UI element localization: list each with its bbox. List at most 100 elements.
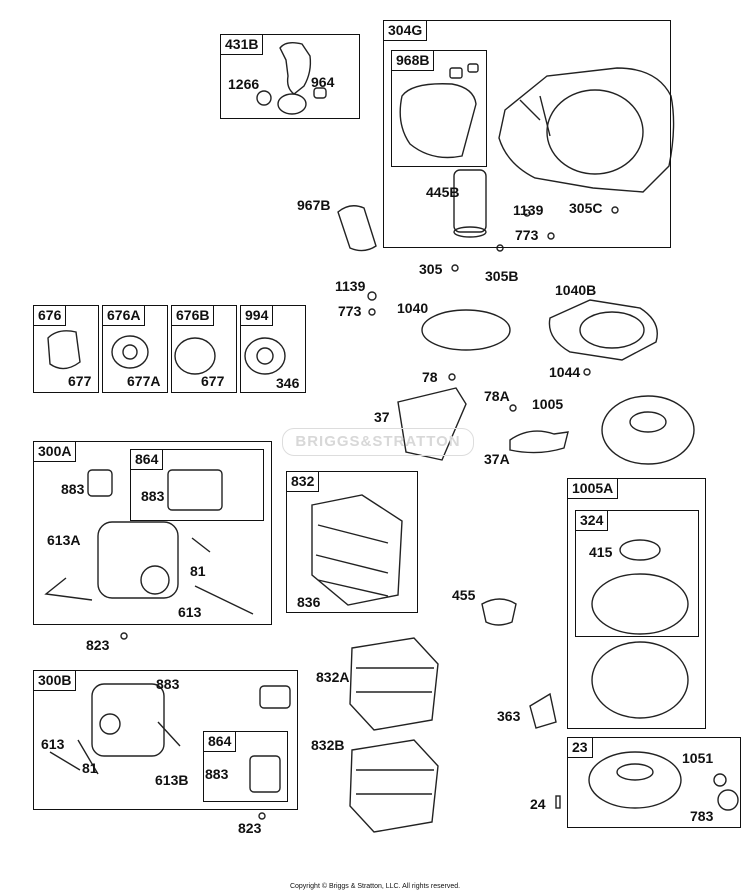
pin-24-art bbox=[555, 795, 561, 809]
part-label-883-d: 883 bbox=[205, 766, 229, 782]
part-label-1044: 1044 bbox=[549, 364, 581, 380]
box-300B: 300B bbox=[33, 670, 298, 810]
part-label-1005: 1005 bbox=[532, 396, 564, 412]
part-label-78: 78 bbox=[422, 369, 438, 385]
box-676B: 676B bbox=[171, 305, 237, 393]
part-label-883-a: 883 bbox=[61, 481, 85, 497]
box-304G: 304G bbox=[383, 20, 671, 248]
part-363-art bbox=[529, 692, 557, 729]
part-label-613B: 613B bbox=[155, 772, 189, 788]
part-label-823-b: 823 bbox=[238, 820, 262, 836]
box-324: 324 bbox=[575, 510, 699, 637]
part-label-967B: 967B bbox=[297, 197, 331, 213]
box-431B: 431B bbox=[220, 34, 360, 119]
guard-832A-art bbox=[349, 637, 439, 731]
part-label-677-b: 677 bbox=[201, 373, 225, 389]
air-filter-art bbox=[453, 169, 487, 238]
filter-sleeve-art bbox=[337, 205, 377, 252]
box-832-tag: 832 bbox=[286, 471, 320, 492]
box-864-a-tag: 864 bbox=[130, 449, 164, 470]
part-label-305B: 305B bbox=[485, 268, 519, 284]
muffler-art bbox=[44, 469, 254, 615]
part-label-1040: 1040 bbox=[397, 300, 429, 316]
box-23-tag: 23 bbox=[567, 737, 593, 758]
part-label-783: 783 bbox=[690, 808, 714, 824]
part-label-613A: 613A bbox=[47, 532, 81, 548]
box-676-tag: 676 bbox=[33, 305, 67, 326]
part-label-1139-a: 1139 bbox=[513, 202, 544, 218]
box-968B-tag: 968B bbox=[391, 50, 435, 71]
copyright-footer: Copyright © Briggs & Stratton, LLC. All … bbox=[289, 883, 461, 890]
part-label-363: 363 bbox=[497, 708, 521, 724]
flywheel-assembly-art bbox=[591, 539, 689, 719]
part-label-1266: 1266 bbox=[228, 76, 260, 92]
box-676: 676 bbox=[33, 305, 99, 393]
elbow-part-art bbox=[256, 41, 327, 115]
part-label-24: 24 bbox=[530, 796, 546, 812]
box-324-tag: 324 bbox=[575, 510, 609, 531]
part-label-1139-b: 1139 bbox=[335, 278, 366, 294]
muffler-300B-art bbox=[49, 683, 291, 793]
screws-art bbox=[120, 206, 619, 820]
part-label-1051: 1051 bbox=[682, 750, 714, 766]
fan-cover-art bbox=[548, 299, 658, 361]
part-label-613-b: 613 bbox=[41, 736, 65, 752]
box-1005A-tag: 1005A bbox=[567, 478, 619, 499]
part-label-305: 305 bbox=[419, 261, 443, 277]
part-label-346: 346 bbox=[276, 375, 300, 391]
flywheel-23-art bbox=[588, 751, 739, 811]
part-label-445B: 445B bbox=[426, 184, 460, 200]
part-label-1040B: 1040B bbox=[555, 282, 597, 298]
part-label-832A: 832A bbox=[316, 669, 350, 685]
box-676B-tag: 676B bbox=[171, 305, 215, 326]
box-832: 832 bbox=[286, 471, 418, 613]
box-23: 23 bbox=[567, 737, 741, 828]
bracket-art bbox=[509, 430, 569, 454]
box-300B-tag: 300B bbox=[33, 670, 77, 691]
part-label-964: 964 bbox=[311, 74, 335, 90]
box-676A-tag: 676A bbox=[102, 305, 146, 326]
part-label-832B: 832B bbox=[311, 737, 345, 753]
blower-housing-art bbox=[498, 67, 675, 193]
part-label-677-a: 677 bbox=[68, 373, 92, 389]
baffle-art bbox=[397, 387, 467, 461]
ring-part-art bbox=[421, 309, 511, 351]
box-304G-tag: 304G bbox=[383, 20, 428, 41]
part-label-836: 836 bbox=[297, 594, 321, 610]
part-label-305C: 305C bbox=[569, 200, 603, 216]
guard-art bbox=[311, 494, 403, 606]
part-label-81-b: 81 bbox=[82, 760, 98, 776]
box-994-tag: 994 bbox=[240, 305, 274, 326]
box-431B-tag: 431B bbox=[220, 34, 264, 55]
part-label-613-a: 613 bbox=[178, 604, 202, 620]
part-label-415: 415 bbox=[589, 544, 613, 560]
part-label-37: 37 bbox=[374, 409, 390, 425]
part-label-773-a: 773 bbox=[515, 227, 539, 243]
part-label-823-a: 823 bbox=[86, 637, 110, 653]
box-676A: 676A bbox=[102, 305, 168, 393]
part-label-677A: 677A bbox=[127, 373, 161, 389]
part-455-art bbox=[481, 598, 517, 626]
box-864-a: 864 bbox=[130, 449, 264, 521]
guard-832B-art bbox=[349, 739, 439, 833]
part-label-883-b: 883 bbox=[141, 488, 165, 504]
box-994: 994 bbox=[240, 305, 306, 393]
part-label-37A: 37A bbox=[484, 451, 510, 467]
part-label-455: 455 bbox=[452, 587, 476, 603]
box-968B: 968B bbox=[391, 50, 487, 167]
air-filter-cover-art bbox=[399, 63, 479, 159]
part-label-81-a: 81 bbox=[190, 563, 206, 579]
part-label-78A: 78A bbox=[484, 388, 510, 404]
box-300A-tag: 300A bbox=[33, 441, 77, 462]
box-1005A: 1005A bbox=[567, 478, 706, 729]
watermark: BRIGGS&STRATTON bbox=[282, 428, 474, 456]
part-label-773-b: 773 bbox=[338, 303, 362, 319]
part-label-883-c: 883 bbox=[156, 676, 180, 692]
box-300A: 300A bbox=[33, 441, 272, 625]
box-864-b-tag: 864 bbox=[203, 731, 237, 752]
flywheel-fan-art bbox=[601, 395, 695, 465]
box-864-b: 864 bbox=[203, 731, 288, 802]
valve-cover-parts-art bbox=[47, 330, 286, 375]
